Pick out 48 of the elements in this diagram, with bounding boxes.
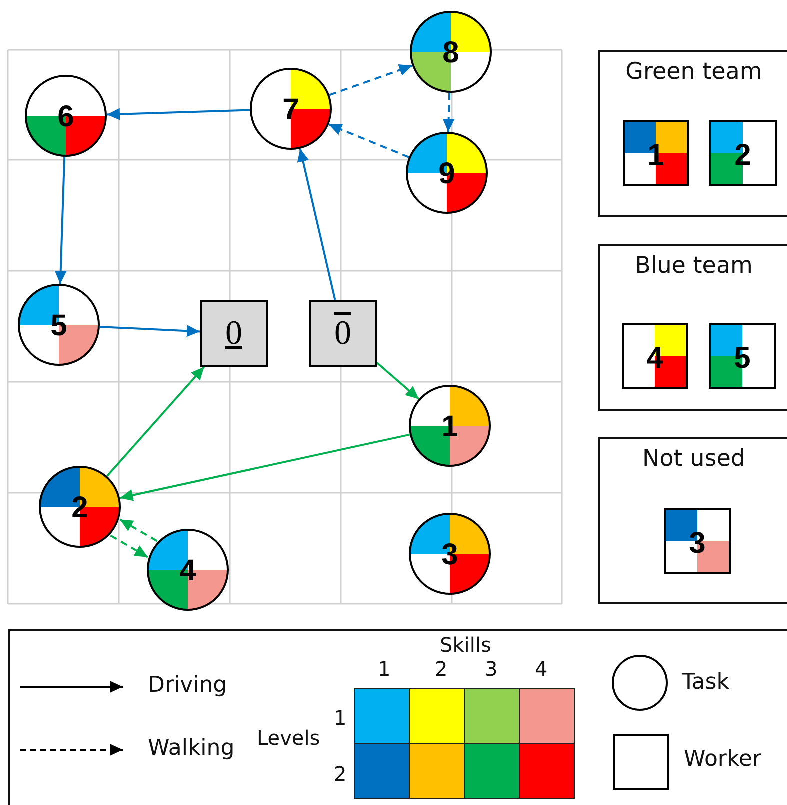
arrow bbox=[442, 92, 455, 132]
arrow bbox=[297, 148, 336, 300]
arrow bbox=[106, 366, 206, 477]
arrow bbox=[120, 434, 410, 502]
team-panel bbox=[598, 437, 787, 604]
worker-square bbox=[709, 323, 776, 389]
depot-box bbox=[200, 300, 268, 367]
worker-square bbox=[622, 323, 688, 389]
column-number: 2 bbox=[435, 657, 448, 681]
axis-title: Levels bbox=[257, 726, 320, 750]
worker-number: 4 bbox=[646, 344, 664, 374]
team-panel bbox=[598, 50, 787, 217]
panel-title: Green team bbox=[624, 60, 764, 84]
depot-label: 0 bbox=[226, 314, 242, 352]
worker-square bbox=[709, 120, 777, 186]
task-number: 3 bbox=[442, 540, 458, 570]
task-number: 6 bbox=[58, 102, 74, 132]
arrow bbox=[120, 518, 158, 542]
column-number: 1 bbox=[378, 657, 391, 681]
legend-label: Driving bbox=[148, 674, 228, 698]
team-panel bbox=[598, 244, 787, 411]
worker-number: 2 bbox=[734, 141, 752, 171]
panel-title: Not used bbox=[642, 447, 746, 471]
legend-label: Worker bbox=[684, 748, 762, 772]
arrow bbox=[376, 362, 420, 400]
legend-label: Task bbox=[682, 671, 730, 695]
worker-number: 5 bbox=[734, 344, 751, 374]
task-number: 9 bbox=[438, 160, 456, 190]
column-number: 4 bbox=[535, 657, 548, 681]
task-number: 5 bbox=[50, 312, 68, 342]
arrow bbox=[110, 534, 148, 558]
worker-square bbox=[664, 508, 731, 574]
arrow bbox=[54, 156, 67, 284]
arrow bbox=[328, 124, 410, 158]
depot-box bbox=[309, 300, 377, 367]
arrow bbox=[106, 108, 250, 120]
panel-title: Blue team bbox=[634, 254, 754, 278]
worker-square bbox=[623, 120, 689, 186]
axis-title: Skills bbox=[440, 633, 492, 657]
legend-label: Walking bbox=[148, 737, 235, 761]
arrow bbox=[100, 325, 200, 338]
depot-label: 0 bbox=[334, 314, 352, 352]
row-number: 2 bbox=[334, 762, 347, 786]
arrow bbox=[329, 64, 413, 96]
row-number: 1 bbox=[334, 706, 347, 730]
task-number: 2 bbox=[72, 494, 88, 524]
worker-number: 3 bbox=[689, 529, 706, 559]
column-number: 3 bbox=[485, 657, 498, 681]
